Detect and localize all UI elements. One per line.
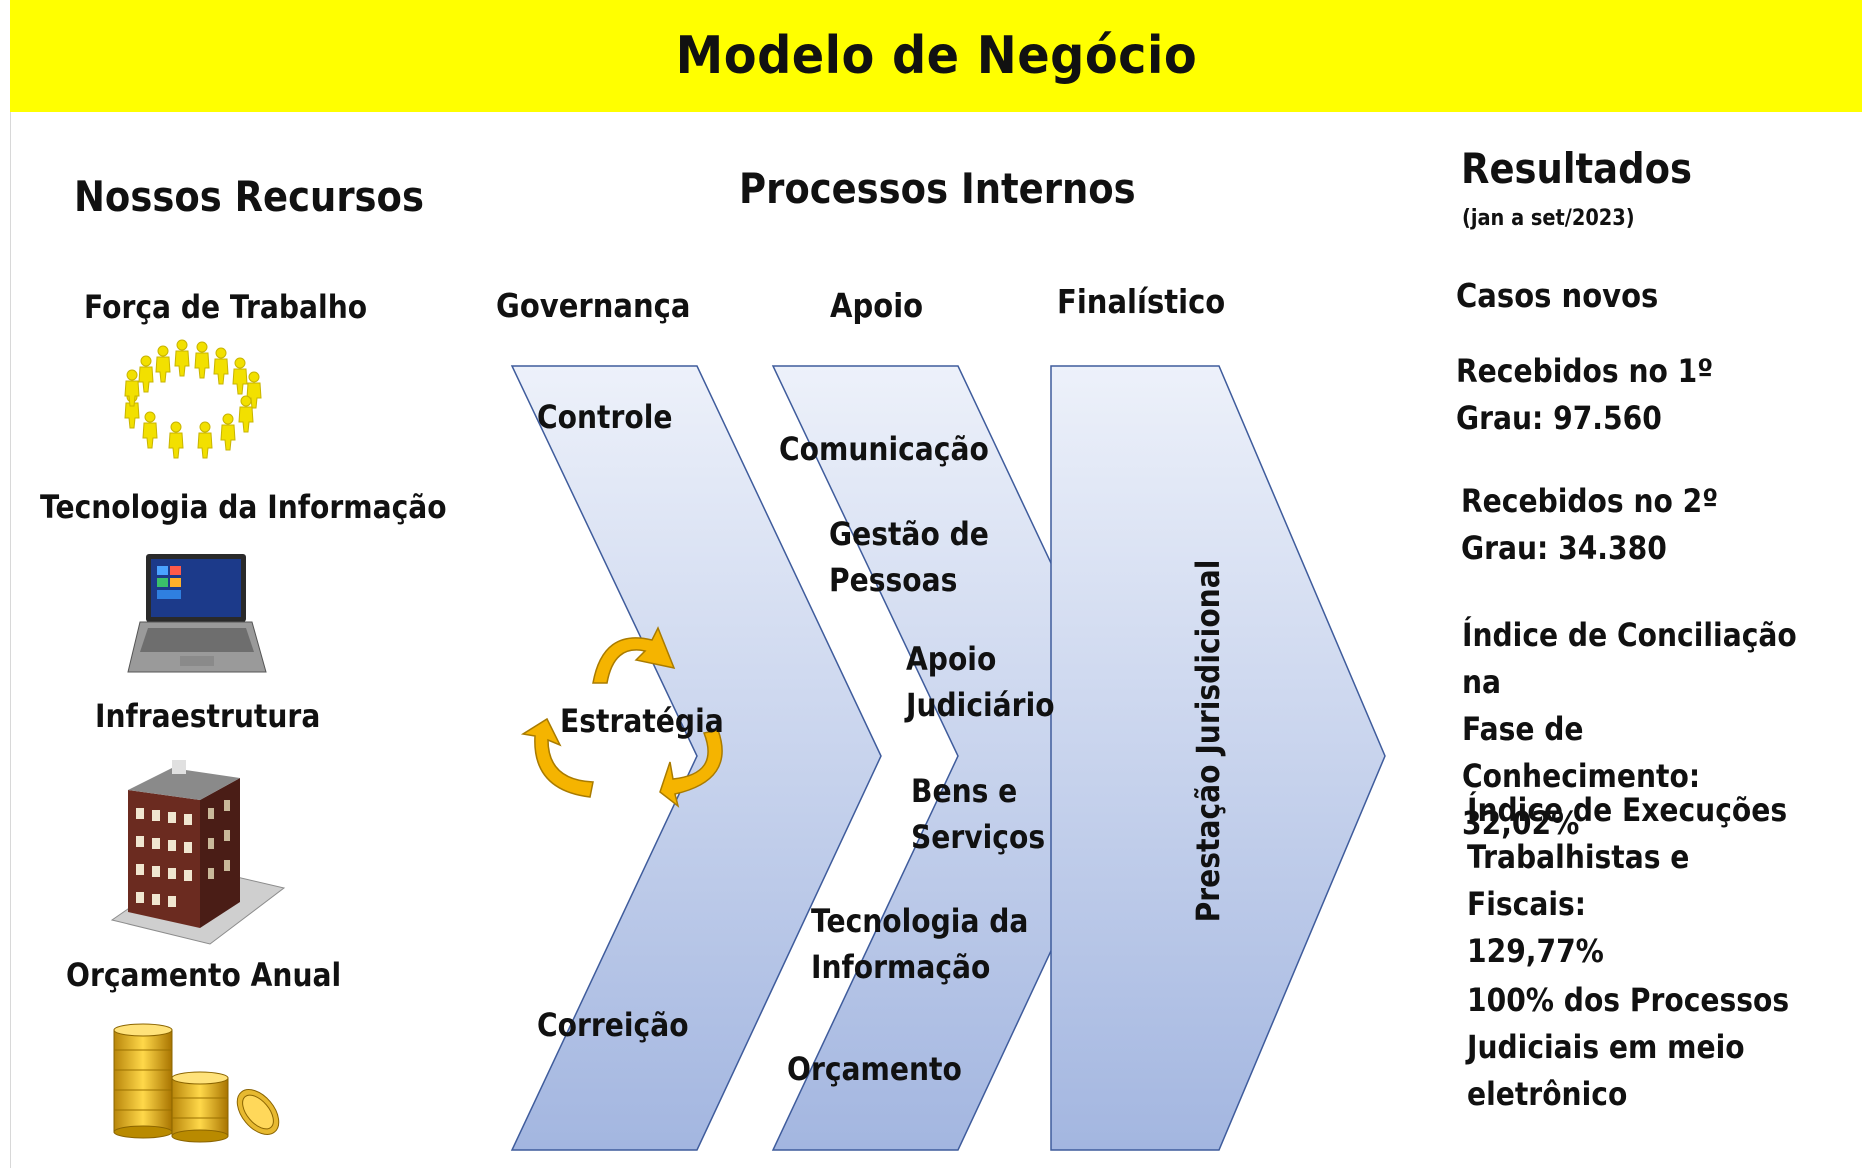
resultado-item-2: Recebidos no 2º Grau: 34.380: [1461, 482, 1719, 567]
building-icon: [110, 760, 286, 945]
resultado-item-4: Índice de Execuções Trabalhistas e Fisca…: [1467, 791, 1788, 970]
resultados-heading: Resultados: [1461, 144, 1692, 193]
chevron-governanca: [510, 365, 882, 1151]
recurso-label-forca: Força de Trabalho: [84, 288, 368, 326]
coins-icon: [113, 1023, 280, 1143]
gov-controle: Controle: [537, 398, 673, 436]
resultado-item-5: 100% dos Processos Judiciais em meio ele…: [1467, 981, 1790, 1113]
apoio-comunicacao: Comunicação: [779, 430, 989, 468]
cycle-arrows-icon: [520, 626, 723, 808]
laptop-icon: [127, 554, 267, 673]
recurso-label-orcamento: Orçamento Anual: [66, 956, 342, 994]
apoio-ti: Tecnologia da Informação: [811, 902, 1029, 986]
finalistico-prestacao: Prestação Jurisdicional: [1189, 559, 1227, 923]
gov-correicao: Correição: [537, 1006, 689, 1044]
processos-heading: Processos Internos: [739, 164, 1136, 213]
chevron-finalistico: [1050, 365, 1386, 1151]
page-title: Modelo de Negócio: [675, 26, 1197, 86]
resultado-item-3: Índice de Conciliação na Fase de Conheci…: [1462, 616, 1797, 842]
gov-estrategia: Estratégia: [560, 702, 724, 740]
recurso-label-ti: Tecnologia da Informação: [40, 488, 447, 526]
recursos-heading: Nossos Recursos: [74, 172, 424, 221]
resultado-item-1: Recebidos no 1º Grau: 97.560: [1456, 352, 1714, 437]
apoio-orcamento: Orçamento: [787, 1050, 962, 1088]
apoio-judiciario: Apoio Judiciário: [906, 640, 1055, 724]
frame-line: [10, 112, 11, 1168]
column-governanca: Governança: [496, 286, 691, 325]
title-banner: Modelo de Negócio: [10, 0, 1862, 112]
column-finalistico: Finalístico: [1057, 282, 1226, 321]
resultados-period: (jan a set/2023): [1462, 206, 1635, 231]
people-circle-icon: [124, 339, 262, 459]
chevron-apoio: [771, 365, 1143, 1151]
apoio-gestao-pessoas: Gestão de Pessoas: [829, 515, 989, 599]
recurso-label-infra: Infraestrutura: [95, 697, 321, 735]
column-apoio: Apoio: [830, 286, 924, 325]
apoio-bens-servicos: Bens e Serviços: [911, 772, 1046, 856]
resultados-casos-novos: Casos novos: [1456, 276, 1659, 315]
